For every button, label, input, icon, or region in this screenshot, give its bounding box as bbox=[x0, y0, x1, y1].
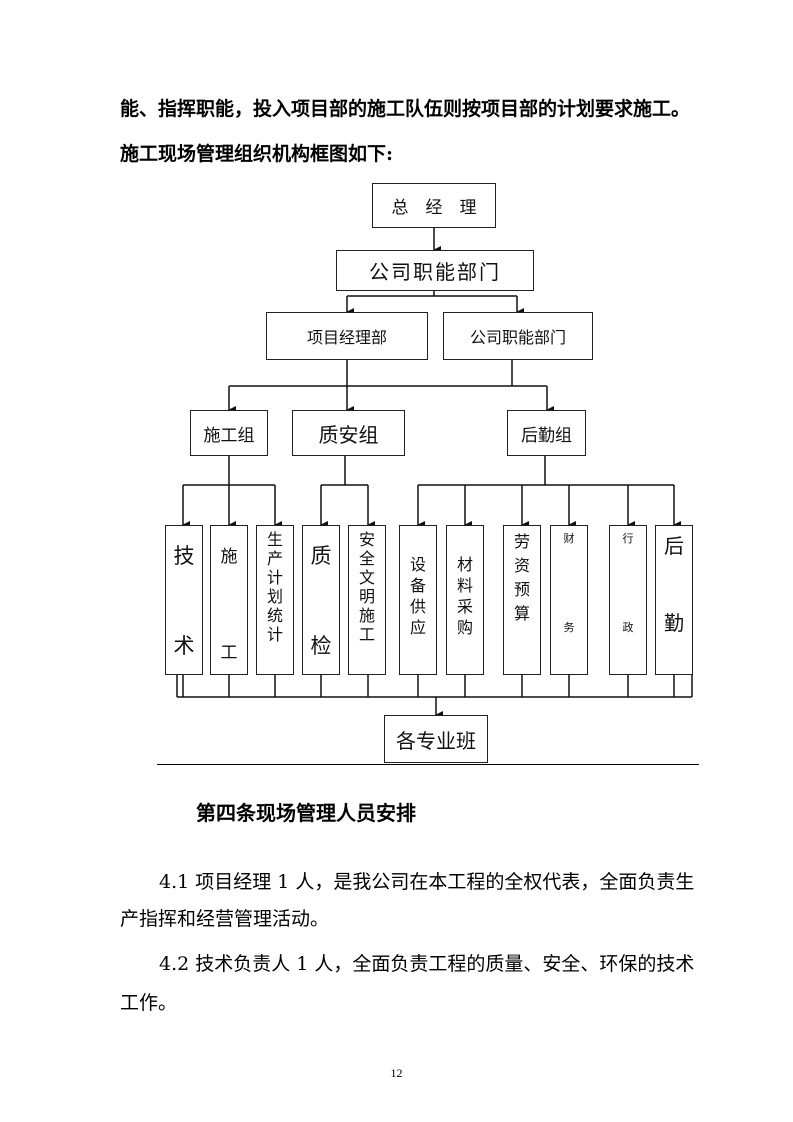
org-leaf-material-purchase: 材 料 采 购 bbox=[446, 525, 484, 675]
intro-line: 能、指挥职能，投入项目部的施工队伍则按项目部的计划要求施工。 bbox=[120, 98, 691, 120]
leaf-label-bottom: 务 bbox=[563, 621, 575, 634]
org-leaf-construction: 施 工 bbox=[210, 525, 248, 675]
leaf-label: 设 备 供 应 bbox=[409, 555, 426, 637]
org-box-quality-safety-group: 质安组 bbox=[292, 410, 405, 456]
org-leaf-finance: 财 务 bbox=[550, 525, 588, 675]
horizontal-rule bbox=[157, 764, 699, 765]
org-leaf-quality-inspection: 质 检 bbox=[302, 525, 340, 675]
leaf-label-bottom: 检 bbox=[310, 634, 332, 658]
org-chart-connectors bbox=[176, 228, 693, 719]
leaf-label: 材 料 采 购 bbox=[456, 555, 473, 637]
leaf-label-top: 技 bbox=[173, 544, 195, 568]
org-leaf-logistics: 后 勤 bbox=[655, 525, 693, 675]
org-box-project-management: 项目经理部 bbox=[266, 312, 428, 360]
leaf-label-top: 后 bbox=[664, 534, 684, 558]
org-box-general-manager: 总 经 理 bbox=[372, 183, 496, 228]
org-leaf-labor-budget: 劳 资 预 算 bbox=[503, 525, 541, 675]
leaf-label: 生 产 计 划 统 计 bbox=[266, 530, 283, 644]
leaf-label-bottom: 政 bbox=[622, 621, 634, 634]
item1-line1: 4.1 项目经理 1 人，是我公司在本工程的全权代表，全面负责生 bbox=[159, 871, 695, 893]
item2-line1: 4.2 技术负责人 1 人，全面负责工程的质量、安全、环保的技术 bbox=[159, 953, 695, 975]
page-number: 12 bbox=[390, 1066, 403, 1080]
leaf-label: 劳 资 预 算 bbox=[513, 532, 530, 623]
leaf-label-top: 财 bbox=[563, 532, 575, 545]
org-box-professional-teams: 各专业班 bbox=[384, 715, 488, 763]
org-box-company-departments-2: 公司职能部门 bbox=[443, 312, 593, 360]
org-box-logistics-group: 后勤组 bbox=[507, 410, 586, 456]
leaf-label-top: 质 bbox=[310, 544, 332, 568]
org-leaf-administration: 行 政 bbox=[609, 525, 647, 675]
org-box-construction-group: 施工组 bbox=[190, 410, 268, 456]
leaf-label-bottom: 工 bbox=[220, 643, 238, 663]
leaf-label: 安 全 文 明 施 工 bbox=[358, 530, 375, 644]
leaf-label-top: 行 bbox=[622, 532, 634, 545]
org-leaf-equipment-supply: 设 备 供 应 bbox=[399, 525, 437, 675]
leaf-label-bottom: 勤 bbox=[664, 611, 684, 635]
item2-line2: 工作。 bbox=[120, 992, 178, 1014]
org-box-company-departments: 公司职能部门 bbox=[336, 250, 534, 291]
section-heading: 第四条现场管理人员安排 bbox=[196, 801, 416, 825]
chart-caption: 施工现场管理组织机构框图如下: bbox=[120, 143, 394, 165]
item1-line2: 产指挥和经营管理活动。 bbox=[120, 908, 330, 930]
leaf-label-top: 施 bbox=[220, 547, 238, 567]
org-leaf-technology: 技 术 bbox=[165, 525, 203, 675]
org-leaf-safe-civilized-construction: 安 全 文 明 施 工 bbox=[348, 525, 386, 675]
org-leaf-production-planning: 生 产 计 划 统 计 bbox=[256, 525, 294, 675]
leaf-label-bottom: 术 bbox=[173, 634, 195, 658]
